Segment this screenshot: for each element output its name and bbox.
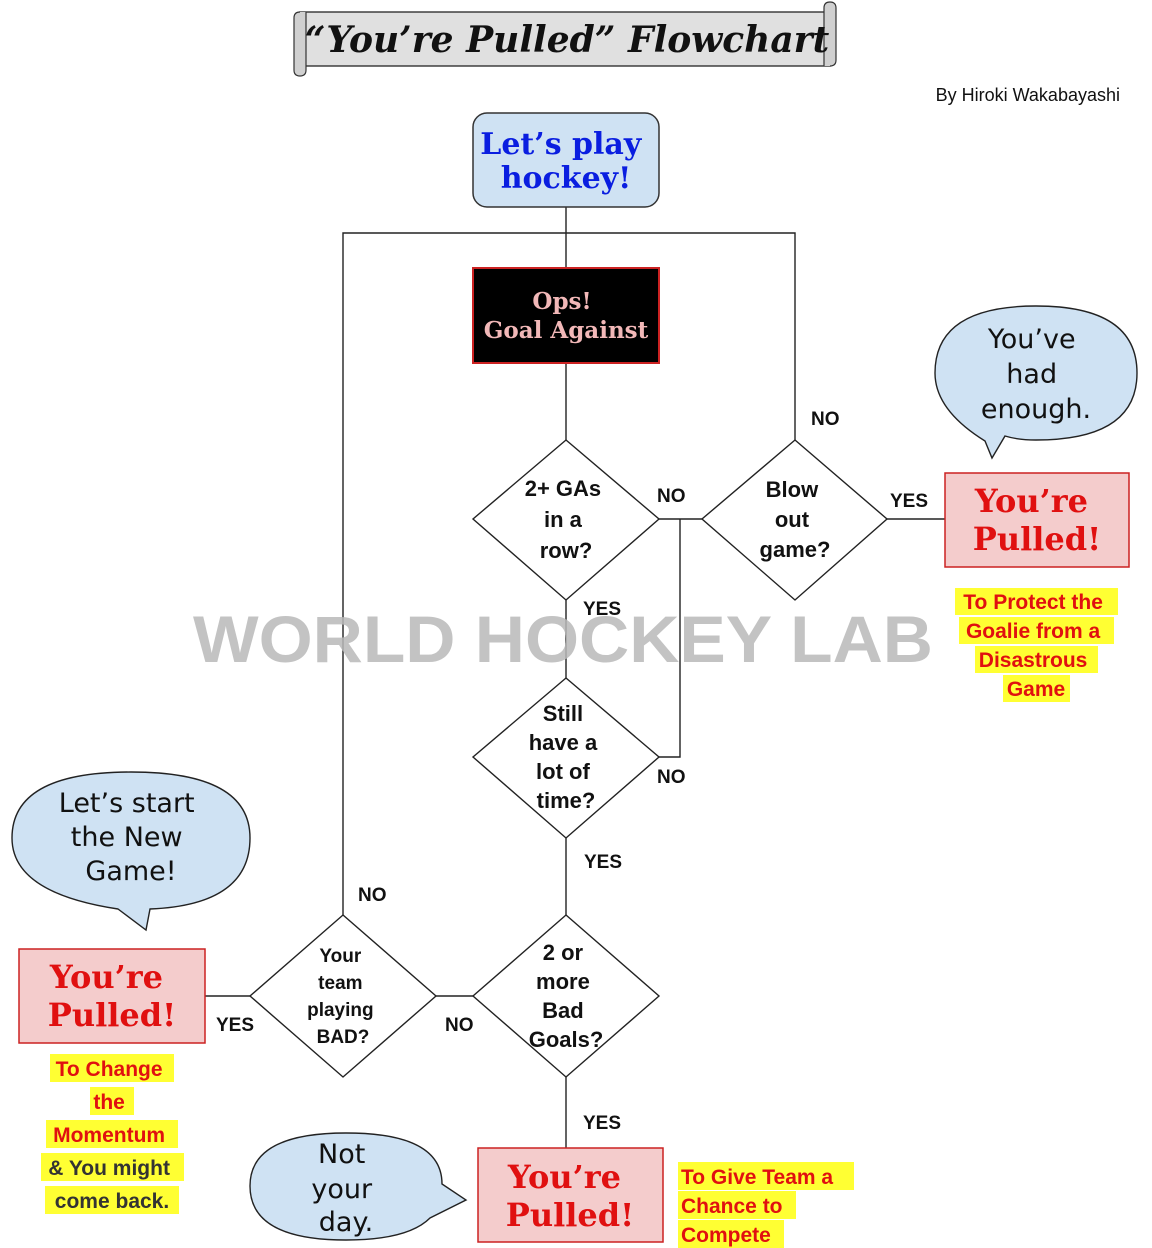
reason-bottom: To Give Team a Chance to Compete: [678, 1162, 854, 1248]
edge-label-two-goals-yes: YES: [583, 599, 621, 620]
edge-label-two-goals-no: NO: [657, 486, 686, 507]
outcome-pulled-bottom-label: You’re Pulled!: [506, 1158, 634, 1234]
outcome-pulled-right-label: You’re Pulled!: [973, 482, 1101, 558]
edge-label-team-no: NO: [358, 885, 387, 906]
decision-time-label: Still have a lot of time?: [529, 701, 604, 813]
decision-blowout-label: Blow out game?: [760, 477, 831, 562]
outcome-pulled-left: You’re Pulled!: [18, 948, 206, 1044]
speech-bubble-left-text: Let’s start the New Game!: [59, 788, 203, 887]
decision-team-bad-label: Your team playing BAD?: [307, 946, 379, 1048]
goal-against-label: Ops! Goal Against: [484, 288, 649, 344]
reason-bottom-text: To Give Team a Chance to Compete: [681, 1166, 839, 1247]
author-credit: By Hiroki Wakabayashi: [936, 85, 1120, 105]
watermark: WORLD HOCKEY LAB: [193, 602, 933, 676]
start-node: Let’s play hockey!: [472, 112, 660, 208]
speech-bubble-right: You’ve had enough.: [934, 305, 1138, 460]
decision-blowout-game: Blow out game?: [700, 439, 889, 601]
edge-label-bad-goals-yes: YES: [583, 1113, 621, 1134]
decision-time-left: Still have a lot of time?: [471, 677, 661, 839]
edge-label-time-yes: YES: [584, 852, 622, 873]
reason-left: To Change the Momentum & You might come …: [41, 1054, 184, 1214]
speech-bubble-bottom: Not your day.: [249, 1132, 468, 1241]
edge-label-blowout-no: NO: [811, 409, 840, 430]
edge-label-team-yes: YES: [216, 1015, 254, 1036]
speech-bubble-left: Let’s start the New Game!: [11, 771, 251, 932]
outcome-pulled-bottom: You’re Pulled!: [477, 1147, 664, 1243]
decision-bad-goals: 2 or more Bad Goals?: [471, 914, 661, 1078]
decision-two-goals-label: 2+ GAs in a row?: [525, 476, 608, 563]
edge-label-blowout-yes: YES: [890, 491, 928, 512]
page-title: “You’re Pulled” Flowchart: [305, 19, 830, 61]
start-label: Let’s play hockey!: [480, 127, 652, 196]
edge-label-time-no: NO: [657, 767, 686, 788]
outcome-pulled-right: You’re Pulled!: [944, 472, 1130, 568]
speech-bubble-right-text: You’ve had enough.: [981, 324, 1091, 425]
reason-left-text: To Change the Momentum & You might come …: [48, 1058, 176, 1213]
outcome-pulled-left-label: You’re Pulled!: [48, 958, 176, 1034]
decision-two-goals-in-row: 2+ GAs in a row?: [471, 439, 661, 601]
goal-against-node: Ops! Goal Against: [472, 267, 660, 364]
edge-label-bad-goals-no: NO: [445, 1015, 474, 1036]
decision-team-playing-bad: Your team playing BAD?: [248, 914, 438, 1078]
title-banner: “You’re Pulled” Flowchart: [293, 1, 837, 77]
reason-right-text: To Protect the Goalie from a Disastrous …: [963, 591, 1108, 701]
watermark-text: WORLD HOCKEY LAB: [193, 602, 933, 676]
edge-labels: NO NO YES YES NO YES NO YES NO YES: [216, 409, 928, 1134]
connectors: [205, 207, 945, 1148]
decision-bad-goals-label: 2 or more Bad Goals?: [529, 940, 604, 1052]
speech-bubble-bottom-text: Not your day.: [311, 1139, 380, 1238]
reason-right: To Protect the Goalie from a Disastrous …: [955, 588, 1118, 702]
